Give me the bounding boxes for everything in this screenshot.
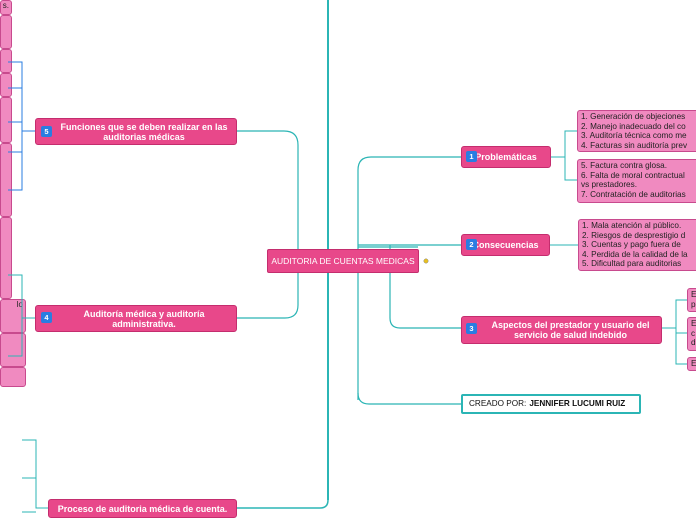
leaf-fragment: s. bbox=[2, 1, 9, 10]
branch-consecuencias[interactable]: Consecuencias bbox=[461, 234, 550, 256]
sun-icon bbox=[423, 258, 429, 264]
funciones-leaf-4[interactable] bbox=[0, 73, 12, 97]
leaf-line: 7. Contratación de auditorias bbox=[581, 189, 686, 199]
auditoria-leaf-2[interactable] bbox=[0, 217, 12, 299]
aspectos-leaf-1[interactable]: E p bbox=[687, 288, 696, 312]
branch-funciones-label: Funciones que se deben realizar en las a… bbox=[60, 121, 228, 142]
leaf-line: 5. Dificultad para auditorias bbox=[582, 259, 682, 269]
central-topic[interactable]: AUDITORIA DE CUENTAS MEDICAS bbox=[267, 249, 419, 273]
auditoria-leaf-1[interactable] bbox=[0, 143, 12, 217]
branch-aspectos[interactable]: Aspectos del prestador y usuario del ser… bbox=[461, 316, 662, 344]
leaf-line: 5. Factura contra glosa. bbox=[581, 161, 668, 170]
leaf-line: E bbox=[691, 359, 696, 368]
leaf-line: 3. Cuentas y pago fuera de bbox=[582, 240, 681, 250]
branch-number-badge: 3 bbox=[466, 323, 477, 334]
leaf-line: 2. Riesgos de desprestigio d bbox=[582, 230, 686, 240]
leaf-line: 1. Mala atención al público. bbox=[582, 221, 682, 230]
branch-consecuencias-label: Consecuencias bbox=[472, 240, 539, 250]
leaf-line: vs prestadores. bbox=[581, 180, 637, 190]
funciones-leaf-1[interactable]: s. bbox=[0, 0, 12, 15]
consecuencias-leaf[interactable]: 1. Mala atención al público. 2. Riesgos … bbox=[578, 219, 696, 271]
leaf-line: p bbox=[691, 299, 696, 309]
leaf-line: E bbox=[691, 319, 696, 328]
branch-auditoria-admin[interactable]: Auditoría médica y auditoría administrat… bbox=[35, 305, 237, 332]
branch-funciones[interactable]: Funciones que se deben realizar en las a… bbox=[35, 118, 237, 145]
branch-proceso-label: Proceso de auditoria médica de cuenta. bbox=[57, 503, 228, 514]
proceso-leaf-3[interactable] bbox=[0, 367, 26, 387]
branch-auditoria-admin-label: Auditoría médica y auditoría administrat… bbox=[83, 308, 205, 329]
branch-number-badge: 5 bbox=[41, 126, 52, 137]
leaf-line: 2. Manejo inadecuado del co bbox=[581, 121, 686, 131]
leaf-line: 4. Perdida de la calidad de la bbox=[582, 249, 688, 259]
branch-problematicas[interactable]: Problemáticas bbox=[461, 146, 551, 168]
leaf-line: 1. Generación de objeciones bbox=[581, 112, 686, 121]
leaf-line: d bbox=[691, 338, 696, 348]
credit-name: JENNIFER LUCUMI RUIZ bbox=[529, 399, 626, 408]
leaf-line: c bbox=[691, 328, 696, 338]
funciones-leaf-5[interactable] bbox=[0, 97, 12, 143]
branch-number-badge: 1 bbox=[466, 151, 477, 162]
aspectos-leaf-3[interactable]: E bbox=[687, 357, 696, 371]
funciones-leaf-3[interactable] bbox=[0, 49, 12, 73]
branch-aspectos-label: Aspectos del prestador y usuario del ser… bbox=[491, 320, 650, 340]
branch-number-badge: 4 bbox=[41, 312, 52, 323]
central-topic-label: AUDITORIA DE CUENTAS MEDICAS bbox=[271, 256, 415, 266]
leaf-fragment: lo bbox=[16, 300, 23, 309]
funciones-leaf-2[interactable] bbox=[0, 15, 12, 49]
leaf-line: E bbox=[691, 290, 696, 299]
leaf-line: 6. Falta de moral contractual bbox=[581, 170, 685, 180]
credit-prefix: CREADO POR: bbox=[469, 399, 527, 408]
branch-number-badge: 2 bbox=[466, 239, 477, 250]
leaf-line: 3. Auditoría técnica como me bbox=[581, 131, 687, 141]
leaf-line: 4. Facturas sin auditoría prev bbox=[581, 140, 688, 150]
branch-problematicas-label: Problemáticas bbox=[475, 152, 537, 162]
branch-proceso[interactable]: Proceso de auditoria médica de cuenta. bbox=[48, 499, 237, 518]
credit-box[interactable]: CREADO POR:JENNIFER LUCUMI RUIZ bbox=[461, 394, 641, 414]
aspectos-leaf-2[interactable]: E c d bbox=[687, 317, 696, 351]
problematicas-leaf-2[interactable]: 5. Factura contra glosa. 6. Falta de mor… bbox=[577, 159, 696, 203]
problematicas-leaf-1[interactable]: 1. Generación de objeciones 2. Manejo in… bbox=[577, 110, 696, 152]
